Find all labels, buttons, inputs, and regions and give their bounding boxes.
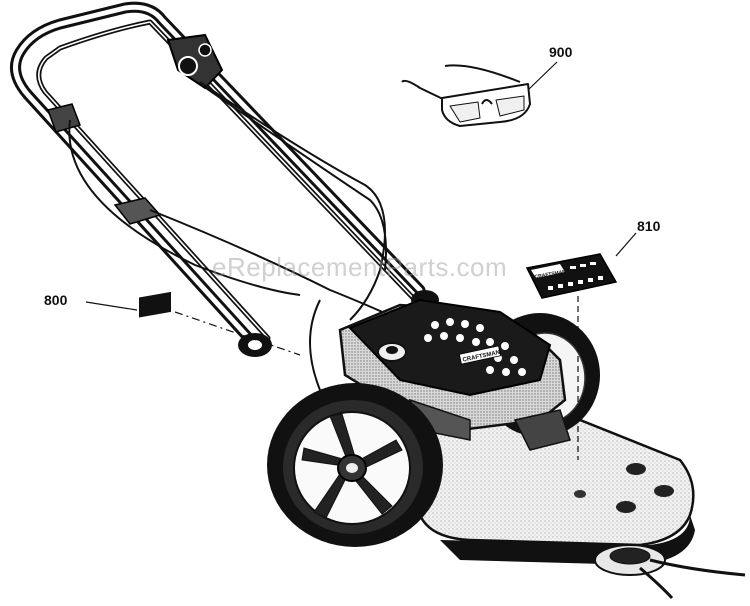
- engine-cooling-holes: [424, 318, 526, 376]
- leader-lines: [85, 61, 637, 460]
- callout-810: 810: [637, 218, 661, 234]
- callout-800: 800: [44, 292, 68, 308]
- watermark-text: eReplacementParts.com: [212, 252, 508, 282]
- wheel-spokes: [301, 413, 403, 519]
- control-cables: [68, 81, 411, 391]
- decal-brand-text: CRAFTSMAN: [534, 269, 567, 280]
- front-wheel: [267, 383, 443, 547]
- handle-frame: [10, 1, 426, 351]
- trimmer-head: [594, 544, 746, 600]
- throttle-control: [47, 33, 224, 225]
- safety-glasses-part: [401, 64, 531, 127]
- decal-810-part: CRAFTSMAN: [525, 253, 618, 299]
- decal-800-part: [139, 291, 171, 318]
- callout-900: 900: [549, 44, 573, 60]
